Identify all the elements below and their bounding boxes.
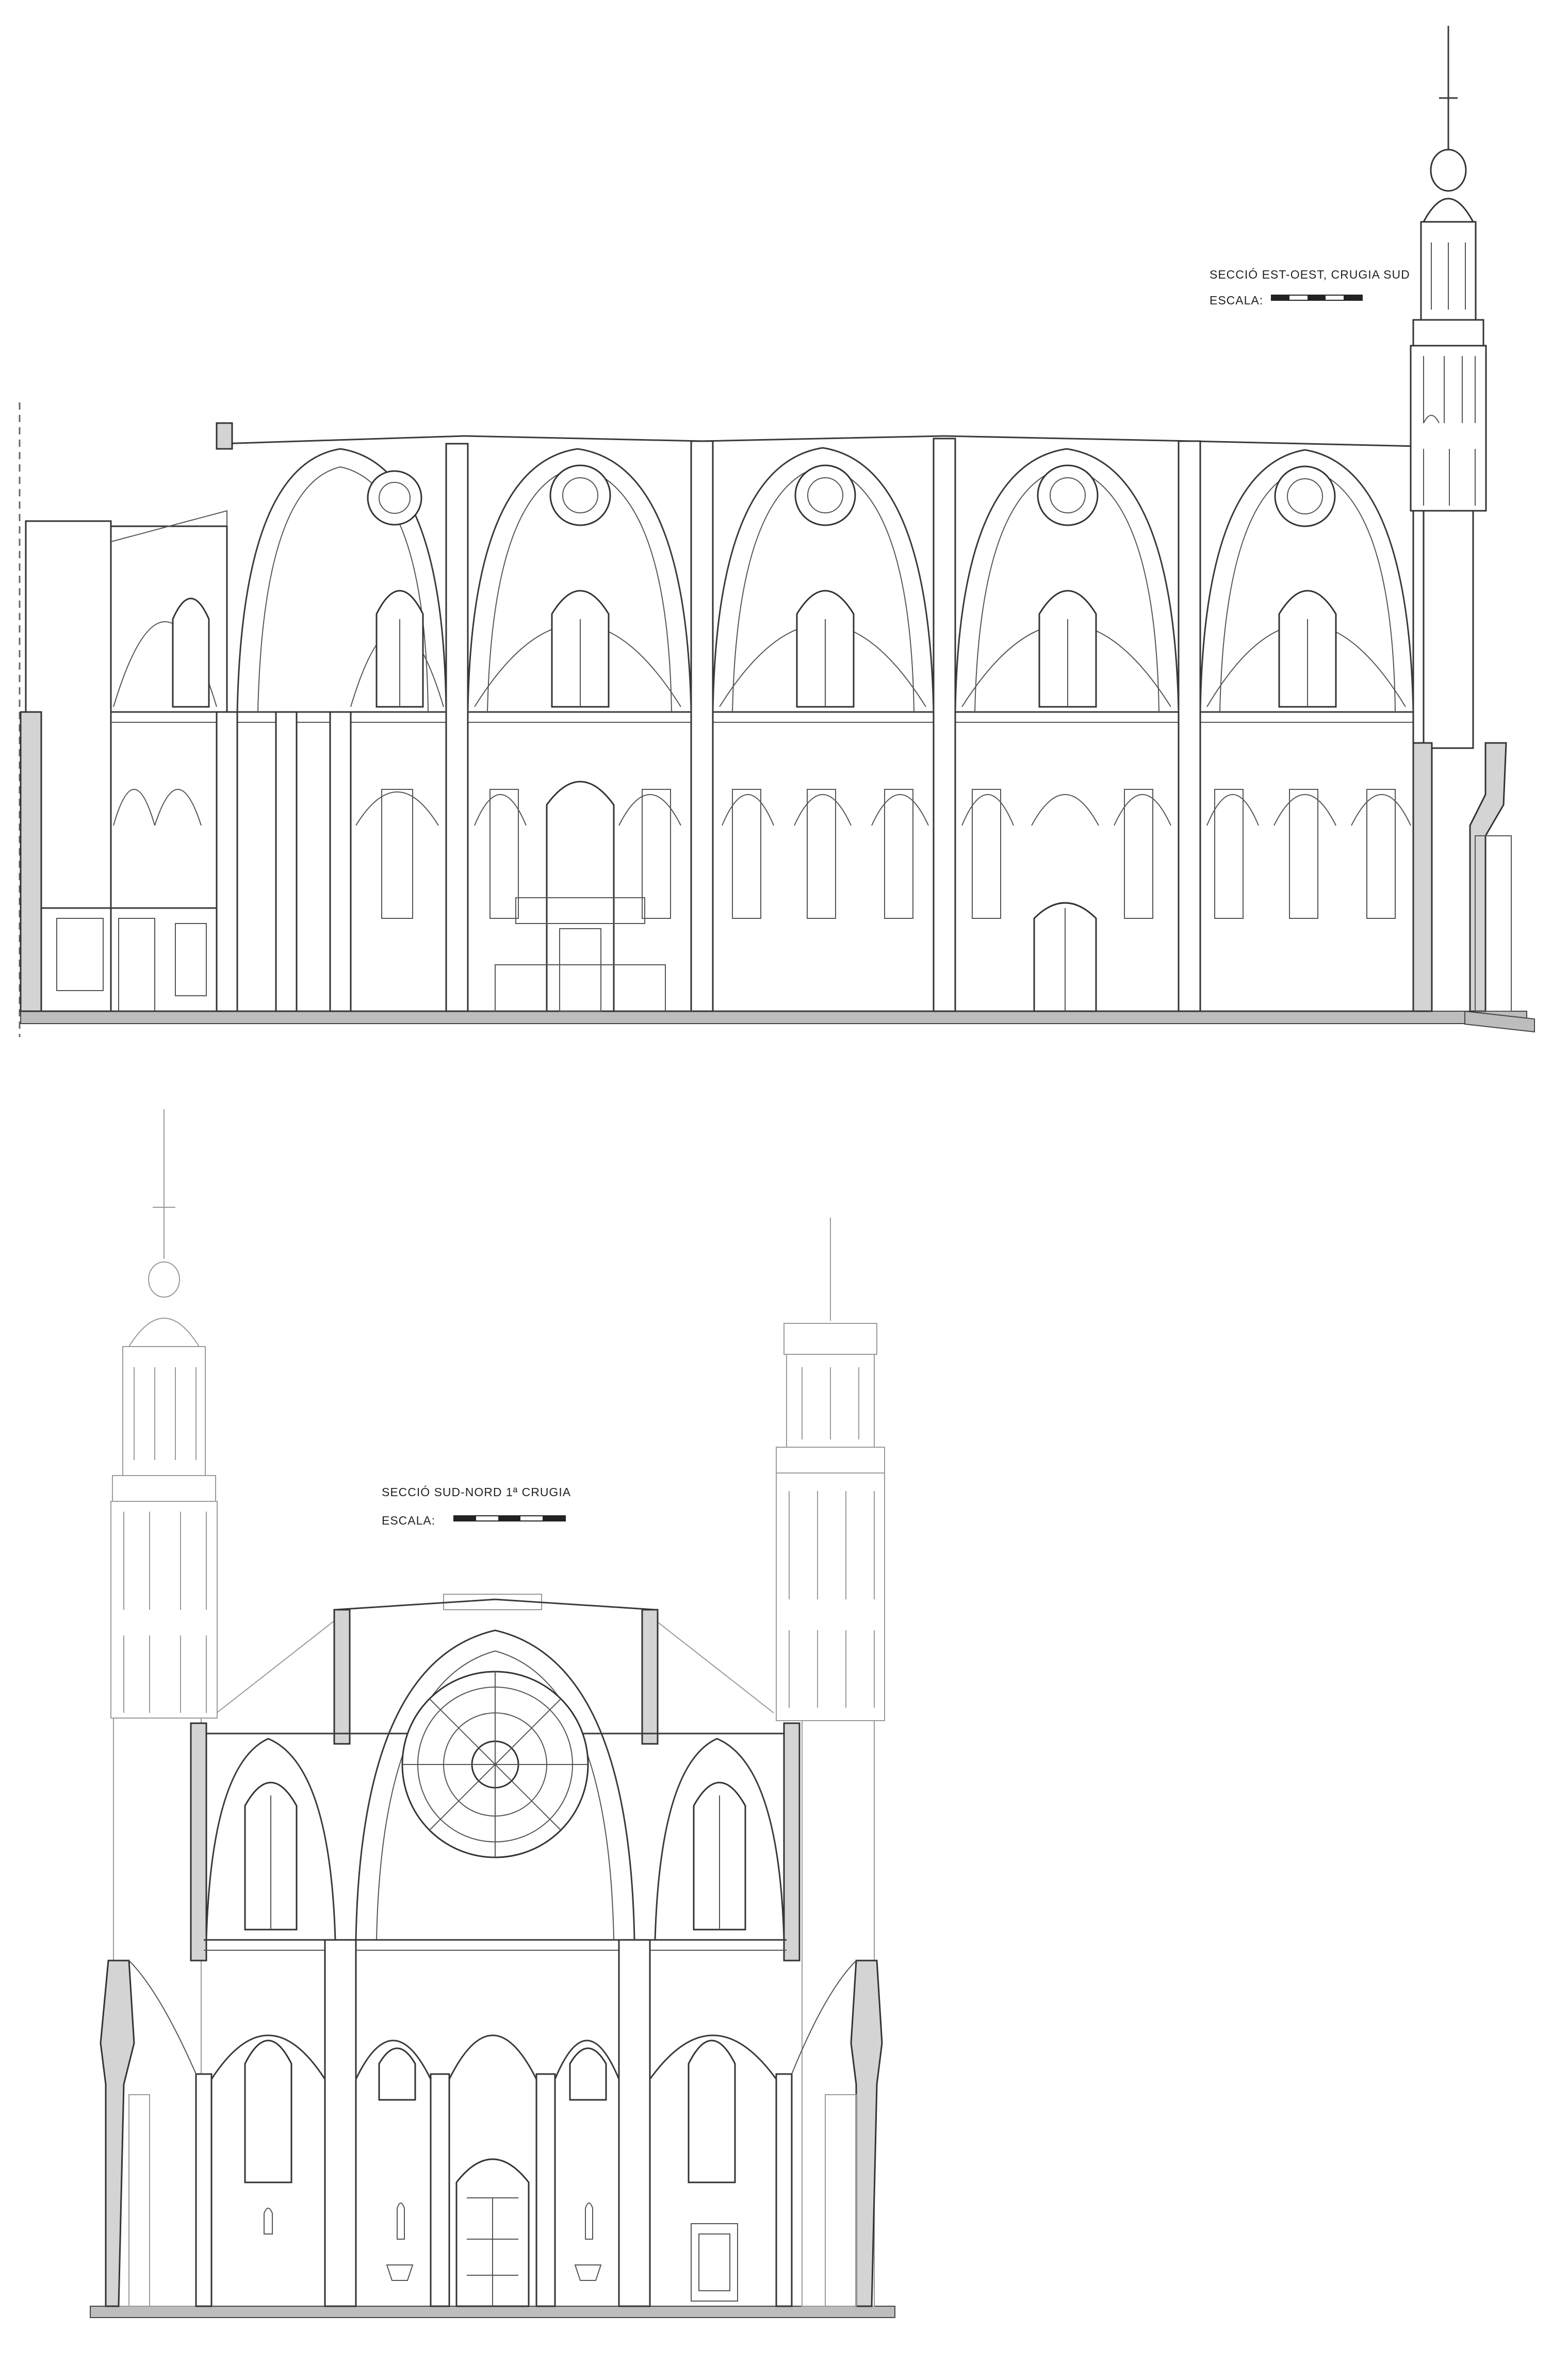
outer-buttresses: [100, 1960, 883, 2307]
ground-line: [20, 1011, 1527, 1024]
nave-gable: [190, 1594, 801, 1962]
bell-tower-east: [1410, 26, 1535, 1033]
lower-arcade: [210, 2034, 777, 2307]
small-rose-windows: [367, 464, 1336, 527]
south-north-scale-bar: [453, 1515, 566, 1521]
clerestory-windows: [172, 590, 1337, 708]
side-aisle-arches: [205, 1738, 785, 1940]
lower-chapel-arcade: [113, 789, 1411, 1012]
east-west-scale-label: ESCALA:: [1210, 294, 1263, 307]
south-north-scale-label: ESCALA:: [382, 1514, 435, 1527]
ground-line: [90, 2306, 895, 2318]
west-annex: [20, 510, 228, 1012]
east-west-title: SECCIÓ EST-OEST, CRUGIA SUD: [1210, 268, 1410, 281]
south-north-title-block: SECCIÓ SUD-NORD 1ª CRUGIA ESCALA:: [382, 1485, 571, 1527]
main-roof: [221, 435, 1419, 447]
central-arch-and-rose: [355, 1629, 635, 1940]
south-north-section-drawing: SECCIÓ SUD-NORD 1ª CRUGIA ESCALA:: [90, 1109, 895, 2318]
baroque-altarpiece: [495, 781, 666, 1012]
upper-vault-arches: [113, 447, 1414, 713]
south-north-title: SECCIÓ SUD-NORD 1ª CRUGIA: [382, 1485, 571, 1499]
main-piers: [195, 1939, 793, 2307]
east-west-section-drawing: SECCIÓ EST-OEST, CRUGIA SUD ESCALA:: [19, 26, 1535, 1037]
east-west-title-block: SECCIÓ EST-OEST, CRUGIA SUD ESCALA:: [1210, 268, 1410, 307]
east-west-scale-bar: [1271, 295, 1363, 301]
